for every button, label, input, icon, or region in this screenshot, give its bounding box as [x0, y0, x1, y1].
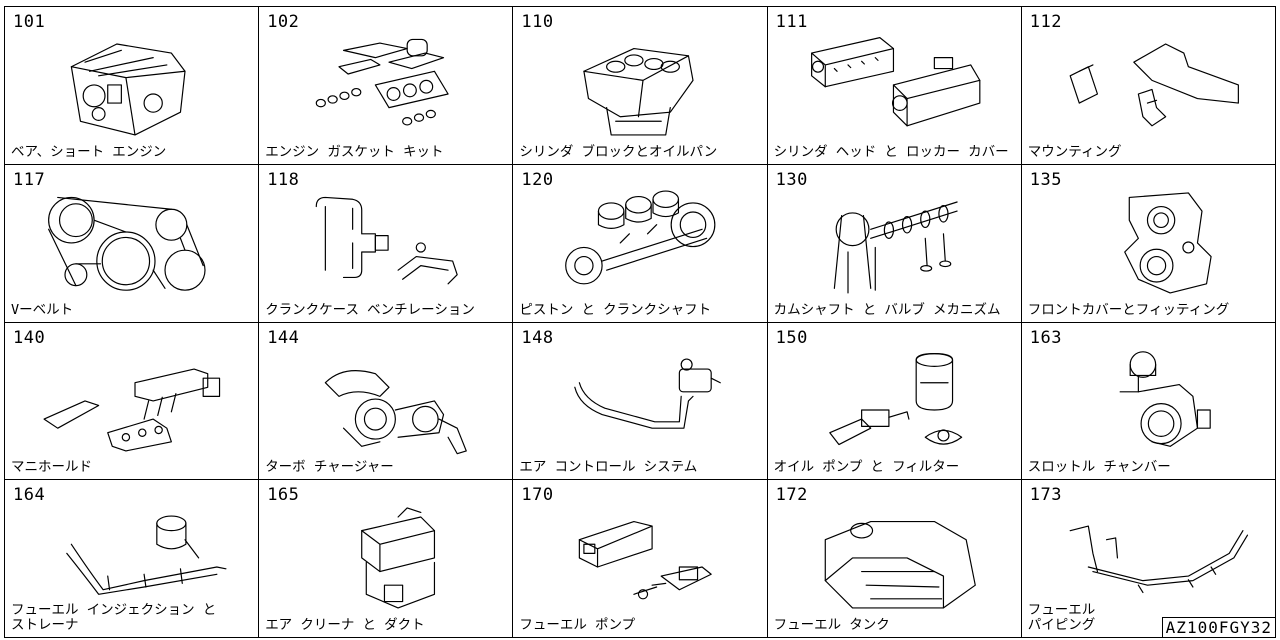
section-code: 140: [13, 327, 46, 348]
cylinder-block-icon: [543, 25, 743, 143]
reference-code: AZ100FGY32: [1161, 617, 1276, 638]
catalog-cell-120[interactable]: 120 ピストン と クランクシャフト: [513, 164, 768, 323]
front-cover-icon: [1052, 183, 1252, 301]
catalog-cell-112[interactable]: 112 マウンティング: [1021, 7, 1276, 165]
section-label: カムシャフト と バルブ メカニズム: [773, 301, 1001, 318]
catalog-cell-148[interactable]: 148 エア コントロール システム: [513, 322, 768, 481]
section-code: 144: [267, 327, 300, 348]
catalog-cell-111[interactable]: 111 シリンダ ヘッド と ロッカー カバー: [767, 7, 1022, 165]
section-code: 164: [13, 485, 46, 506]
parts-catalog-grid: 101 ベア、ショート エンジン 102 エンジン ガスケット キット 110 シリンダ …: [4, 6, 1276, 638]
section-label: フューエル タンク: [773, 617, 890, 633]
section-label: マニホールド: [11, 459, 92, 476]
section-code: 110: [521, 12, 554, 32]
section-label: マウンティング: [1027, 143, 1122, 160]
catalog-cell-118[interactable]: 118 クランクケース ベンチレーション: [259, 164, 514, 323]
fuel-pump-icon: [543, 498, 743, 616]
catalog-cell-172[interactable]: 172 フューエル タンク: [767, 480, 1022, 638]
section-code: 170: [521, 485, 554, 506]
fuel-piping-icon: [1052, 498, 1252, 616]
section-label: ピストン と クランクシャフト: [519, 301, 712, 318]
section-label: エンジン ガスケット キット: [265, 143, 444, 160]
fuel-injection-icon: [35, 498, 235, 616]
catalog-cell-163[interactable]: 163 スロットル チャンバー: [1021, 322, 1276, 481]
section-code: 112: [1029, 12, 1063, 32]
section-code: 135: [1029, 169, 1063, 190]
camshaft-valve-icon: [798, 183, 998, 301]
section-label: シリンダ ブロックとオイルパン: [519, 143, 718, 160]
section-label: クランクケース ベンチレーション: [265, 301, 475, 318]
catalog-cell-165[interactable]: 165 エア クリーナ と ダクト: [259, 480, 514, 638]
catalog-cell-102[interactable]: 102 エンジン ガスケット キット: [259, 7, 514, 165]
section-label: エア クリーナ と ダクト: [265, 617, 425, 633]
section-label: ベア、ショート エンジン: [11, 143, 167, 160]
section-label: スロットル チャンバー: [1027, 459, 1171, 476]
gasket-kit-icon: [289, 25, 489, 143]
catalog-cell-101[interactable]: 101 ベア、ショート エンジン: [5, 7, 260, 165]
mounting-icon: [1052, 25, 1252, 143]
section-label: Vーベルト: [11, 301, 74, 318]
manifold-icon: [35, 341, 235, 459]
section-code: 172: [775, 485, 808, 506]
catalog-cell-170[interactable]: 170 フューエル ポンプ: [513, 480, 768, 638]
throttle-chamber-icon: [1052, 341, 1252, 459]
section-code: 117: [13, 169, 46, 190]
section-label: ターボ チャージャー: [265, 459, 394, 476]
catalog-cell-144[interactable]: 144 ターボ チャージャー: [259, 322, 514, 481]
section-code: 111: [775, 12, 808, 32]
catalog-cell-164[interactable]: 164 フューエル インジェクション と ストレーナ: [5, 480, 260, 638]
section-code: 130: [775, 169, 808, 190]
section-code: 150: [775, 327, 808, 348]
piston-crankshaft-icon: [543, 183, 743, 301]
section-code: 165: [267, 485, 300, 506]
catalog-cell-110[interactable]: 110 シリンダ ブロックとオイルパン: [513, 7, 768, 165]
cylinder-head-icon: [798, 25, 998, 143]
section-label: フロントカバーとフィッティング: [1027, 301, 1230, 318]
oil-pump-filter-icon: [798, 341, 998, 459]
catalog-cell-173[interactable]: 173 フューエル パイピング: [1021, 480, 1276, 638]
section-code: 120: [521, 169, 554, 190]
engine-block-icon: [35, 25, 235, 143]
section-label: フューエル インジェクション と ストレーナ: [11, 602, 217, 633]
section-label: シリンダ ヘッド と ロッカー カバー: [773, 143, 1009, 160]
section-code: 118: [267, 169, 300, 190]
section-label: フューエル ポンプ: [519, 617, 636, 633]
section-label: エア コントロール システム: [519, 459, 698, 476]
air-control-icon: [543, 341, 743, 459]
section-code: 148: [521, 327, 554, 348]
section-code: 163: [1029, 327, 1063, 348]
air-cleaner-icon: [289, 498, 489, 616]
catalog-cell-130[interactable]: 130 カムシャフト と バルブ メカニズム: [767, 164, 1022, 323]
section-label: オイル ポンプ と フィルター: [773, 459, 960, 476]
v-belt-icon: [35, 183, 235, 301]
turbocharger-icon: [289, 341, 489, 459]
fuel-tank-icon: [798, 498, 998, 616]
section-code: 101: [13, 12, 46, 32]
catalog-cell-135[interactable]: 135 フロントカバーとフィッティング: [1021, 164, 1276, 323]
section-label: フューエル パイピング: [1027, 602, 1096, 633]
catalog-cell-150[interactable]: 150 オイル ポンプ と フィルター: [767, 322, 1022, 481]
section-code: 102: [267, 12, 300, 32]
section-code: 173: [1029, 485, 1063, 506]
crankcase-ventilation-icon: [289, 183, 489, 301]
catalog-cell-140[interactable]: 140 マニホールド: [5, 322, 260, 481]
